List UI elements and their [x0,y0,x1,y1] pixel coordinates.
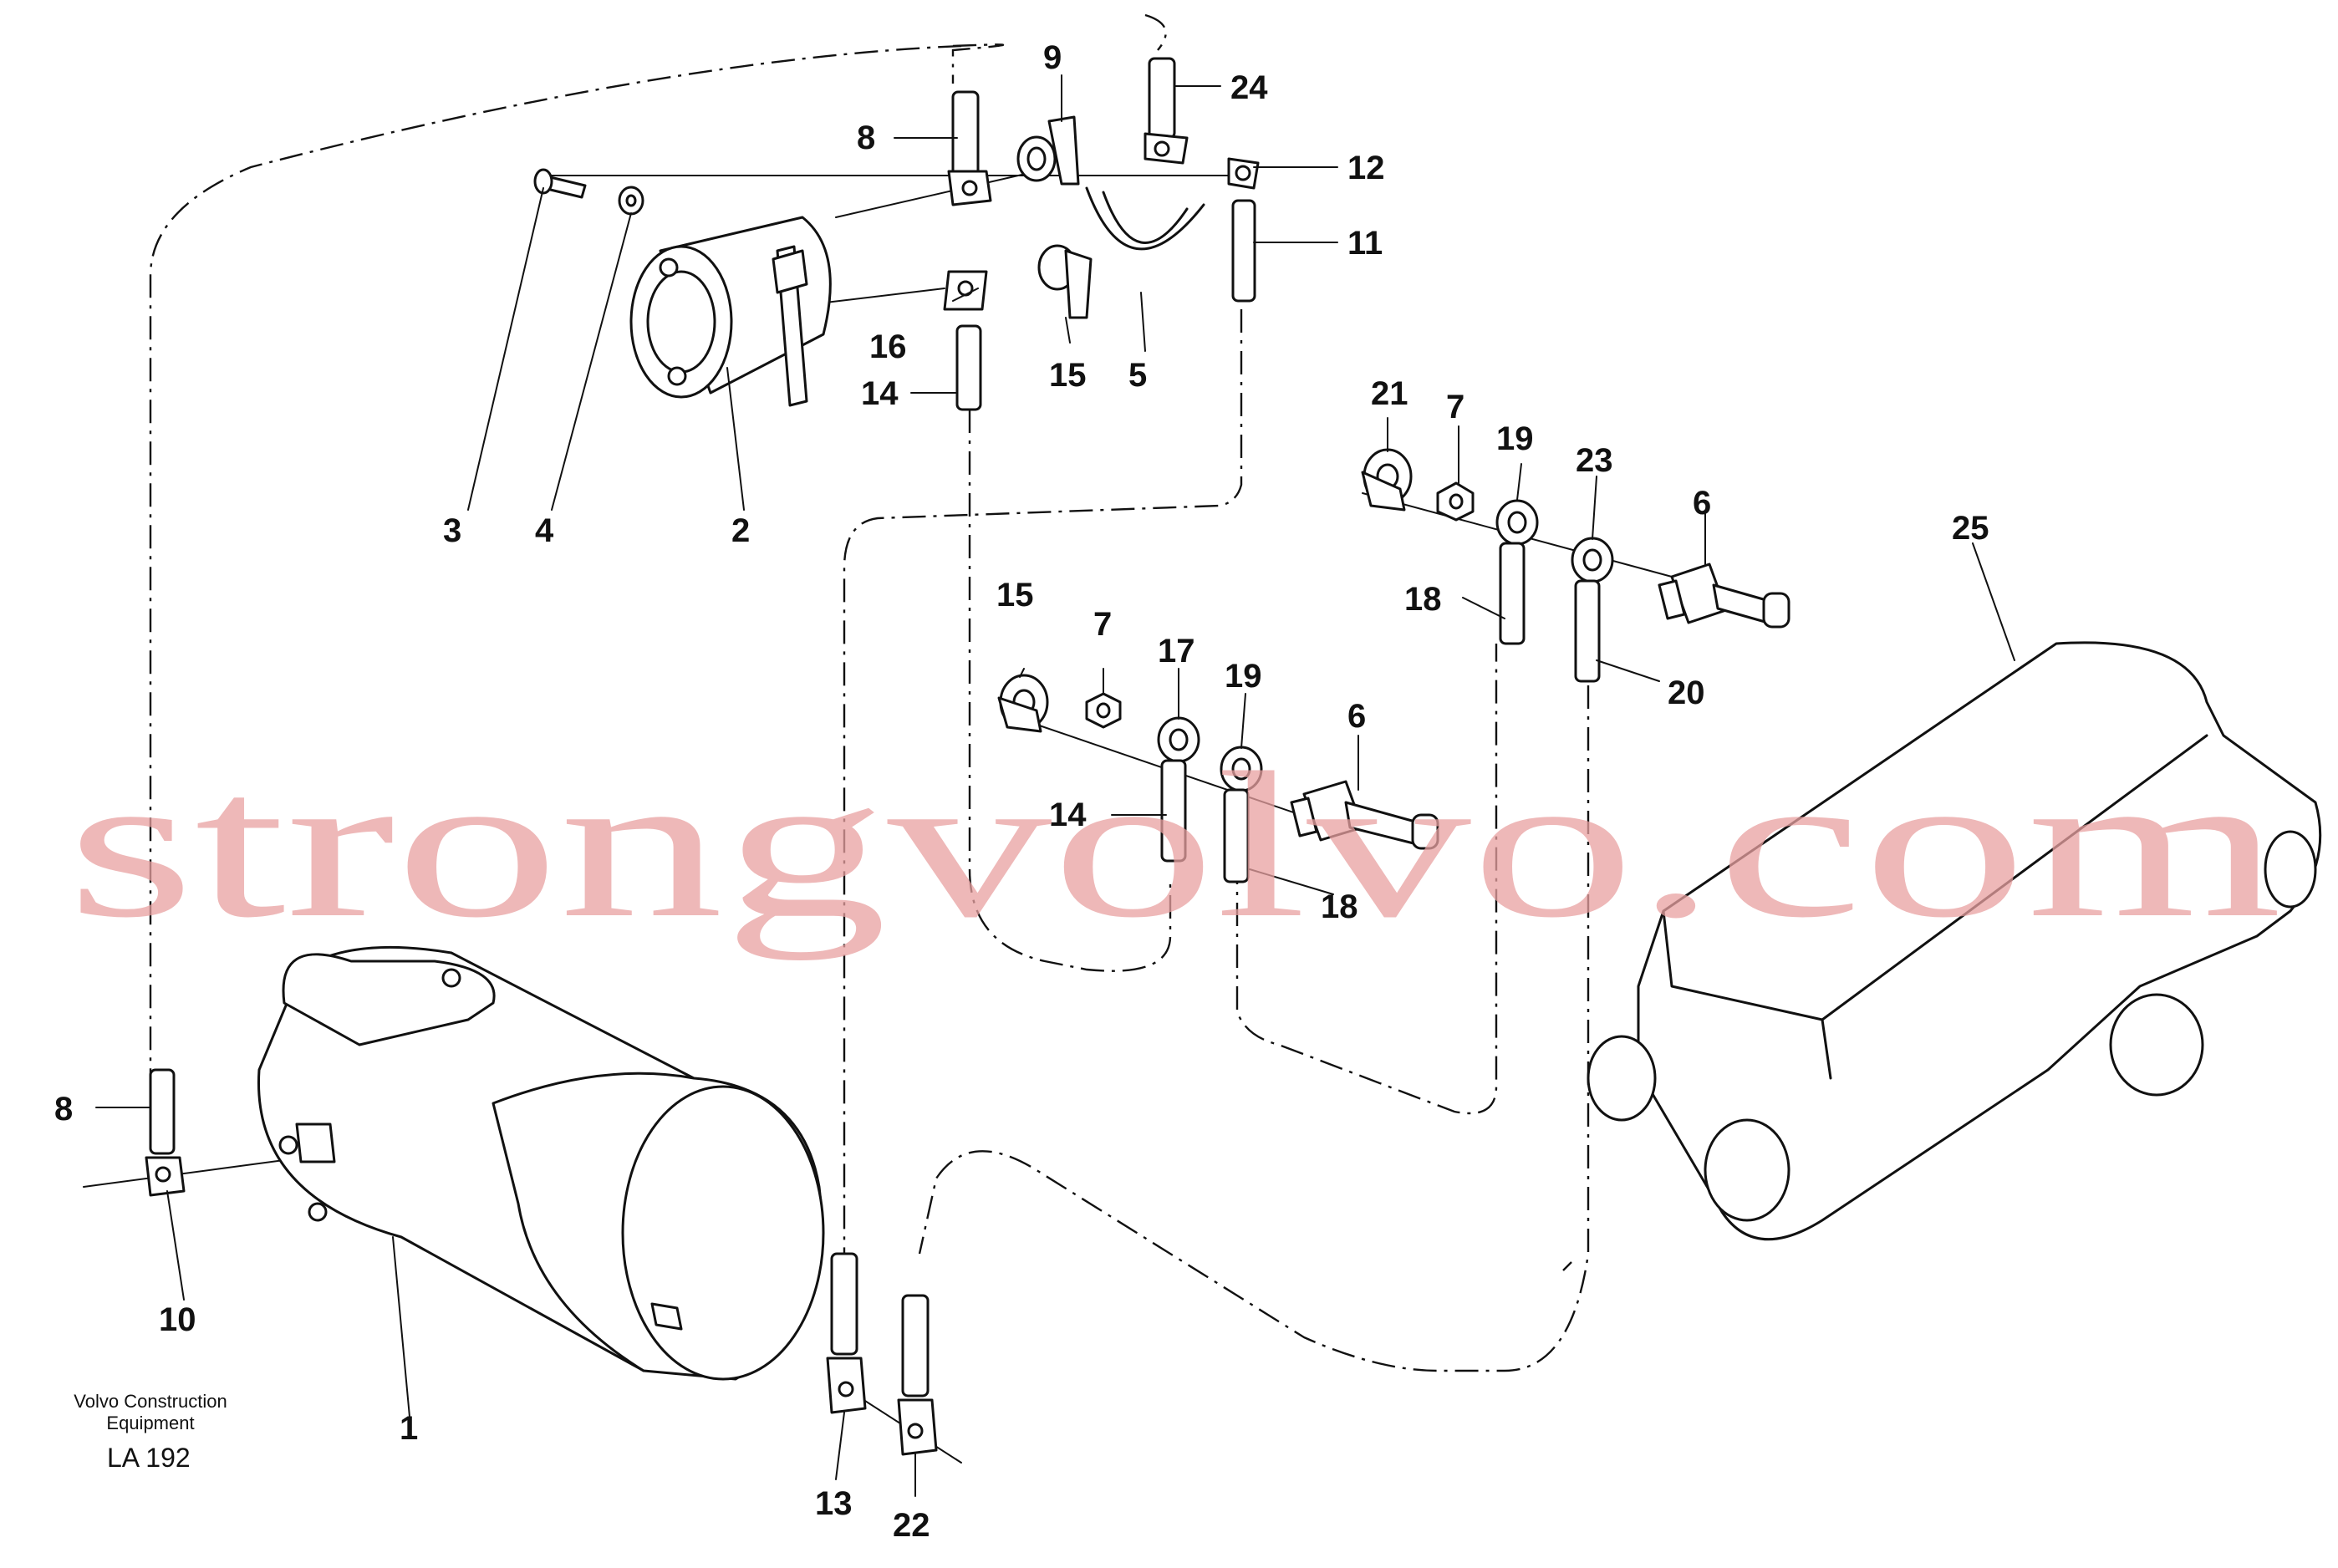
callout-6-right: 6 [1693,485,1711,522]
callout-13: 13 [815,1485,853,1522]
callout-11: 11 [1347,225,1383,262]
callout-4: 4 [535,512,554,549]
callout-19-mid: 19 [1225,658,1262,695]
relay-housing-part-2 [629,216,832,407]
sensor-part-6-mid [1290,780,1439,850]
callout-8-bottom: 8 [54,1091,73,1128]
callout-leaders [95,74,2015,1497]
callout-2: 2 [731,512,750,549]
callout-7-right: 7 [1446,389,1464,425]
callout-15-top: 15 [1049,357,1087,394]
nut-part-7-mid [1085,692,1122,729]
ring-terminal-part-23 [1571,537,1614,683]
callout-1: 1 [400,1410,418,1447]
callout-20: 20 [1668,675,1705,711]
elbow-part-15-mid [997,674,1049,733]
manifold-part-25 [1587,641,2322,1241]
callout-24: 24 [1230,69,1268,106]
callout-15-mid: 15 [996,577,1034,613]
terminal-part-13 [826,1252,867,1414]
starter-motor-part-1 [257,945,825,1381]
callout-18-mid: 18 [1321,888,1358,925]
callout-16: 16 [869,328,907,365]
routing-lines [149,13,1590,1372]
callout-17: 17 [1158,633,1195,669]
terminal-part-8-top [947,90,992,206]
terminal-part-22 [897,1294,938,1456]
callout-numbers: 8 9 24 12 11 16 14 15 5 3 4 2 21 7 19 23… [54,39,1989,1544]
callout-8-top: 8 [857,120,875,156]
callout-7-mid: 7 [1093,606,1112,643]
callout-14-top: 14 [861,375,899,412]
ring-terminal-part-17 [1157,716,1200,863]
callout-14-mid: 14 [1049,797,1087,833]
credit-block: Volvo Construction Equipment LA 192 [74,1391,227,1473]
diagram-code: LA 192 [107,1443,191,1473]
callout-22: 22 [893,1507,930,1544]
terminal-part-12 [1227,157,1260,303]
ring-terminal-part-19-right [1495,499,1539,645]
washer-part-4 [618,186,644,216]
callout-19-right: 19 [1496,420,1534,457]
nut-part-7-right [1436,481,1475,522]
elbow-part-21 [1361,448,1413,512]
callout-23: 23 [1576,442,1613,479]
credit-line-2: Equipment [106,1413,194,1433]
callout-3: 3 [443,512,461,549]
terminal-part-16 [943,270,988,411]
watermark: strongvolvo.com [67,730,2282,961]
callout-10: 10 [159,1301,196,1338]
sensor-part-6-right [1658,563,1790,629]
elbow-part-9 [1016,115,1080,186]
cable-loop-part-5 [1085,186,1205,251]
elbow-part-15-top [1037,244,1093,319]
callout-12: 12 [1347,150,1385,186]
bolt-part-3 [533,168,587,199]
callout-21: 21 [1371,375,1408,412]
callout-25: 25 [1952,510,1989,547]
callout-18-right: 18 [1404,581,1442,618]
terminal-part-8-bottom [145,1068,186,1197]
terminal-part-24 [1144,57,1189,165]
callout-9: 9 [1043,39,1062,76]
callout-5: 5 [1128,357,1147,394]
credit-line-1: Volvo Construction [74,1391,227,1412]
callout-6-mid: 6 [1347,698,1366,735]
